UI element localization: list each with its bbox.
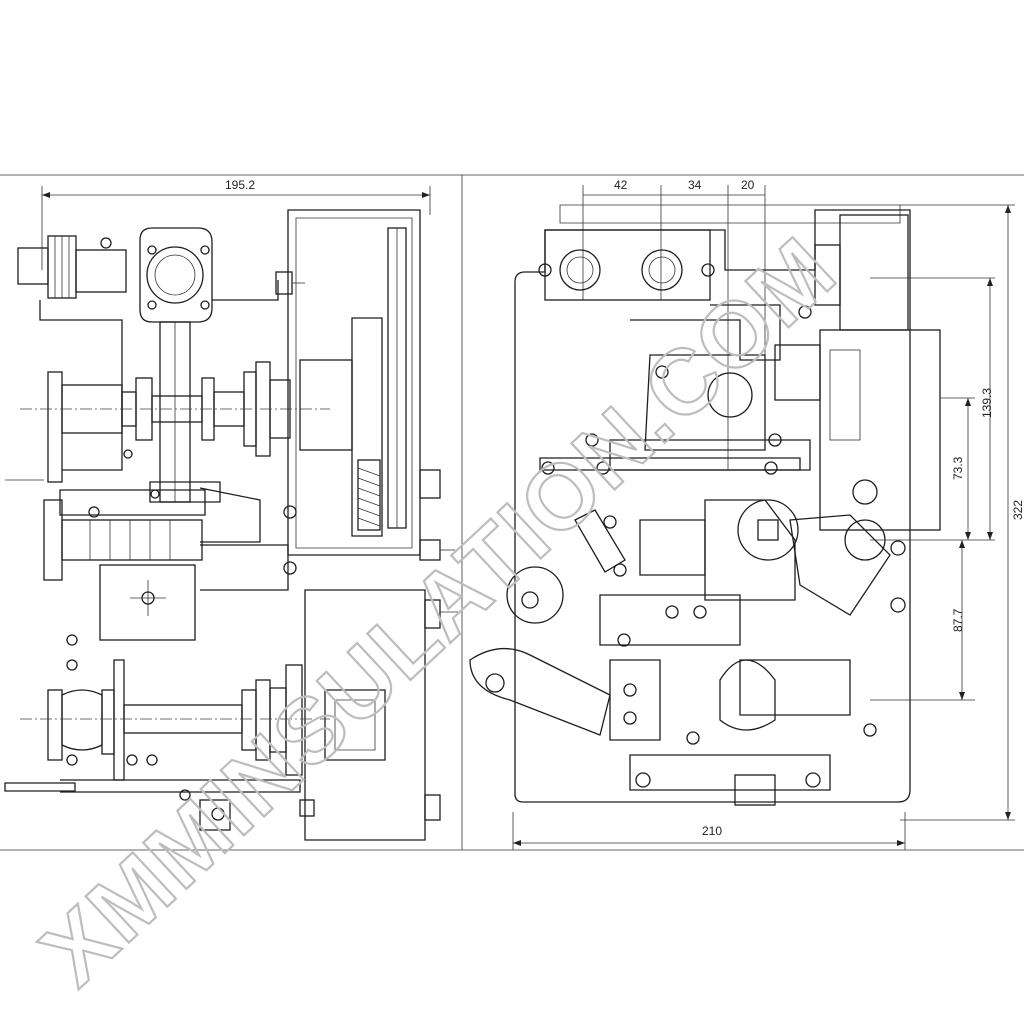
left-brackets [39, 271, 305, 471]
dim-139-3: 139.3 [980, 388, 994, 418]
upper-shaft [20, 361, 330, 483]
main-link-plate [139, 227, 213, 503]
left-side-view: 195.2 [4, 178, 458, 841]
dim-34: 34 [688, 178, 702, 192]
dim-20: 20 [741, 178, 755, 192]
lower-arm [469, 566, 851, 806]
right-motor [774, 214, 941, 531]
middle-linkage [5, 479, 289, 641]
watermark-text: XMMINSULATION.COM [22, 218, 855, 1005]
dim-87-7: 87.7 [951, 608, 965, 632]
dim-195-2: 195.2 [225, 178, 255, 192]
lower-housing [304, 589, 458, 841]
bottom-width-dimension: 210 [512, 812, 906, 850]
dim-322: 322 [1011, 500, 1024, 520]
dim-210: 210 [702, 824, 722, 838]
base-bracket [4, 449, 315, 831]
front-plate [514, 204, 911, 803]
top-dimensions: 42 34 20 [582, 178, 766, 470]
internal-plates [539, 304, 891, 616]
dim-73-3: 73.3 [951, 456, 965, 480]
right-dimensions: 139.3 73.3 322 87.7 [870, 204, 1024, 821]
right-front-view: 42 34 20 [469, 178, 1024, 850]
right-fasteners [541, 305, 906, 788]
left-width-dimension: 195.2 [41, 178, 431, 270]
dim-42: 42 [614, 178, 628, 192]
motor-assembly [17, 235, 127, 299]
spring-housing [283, 209, 455, 575]
sheet-frame [0, 174, 1024, 851]
